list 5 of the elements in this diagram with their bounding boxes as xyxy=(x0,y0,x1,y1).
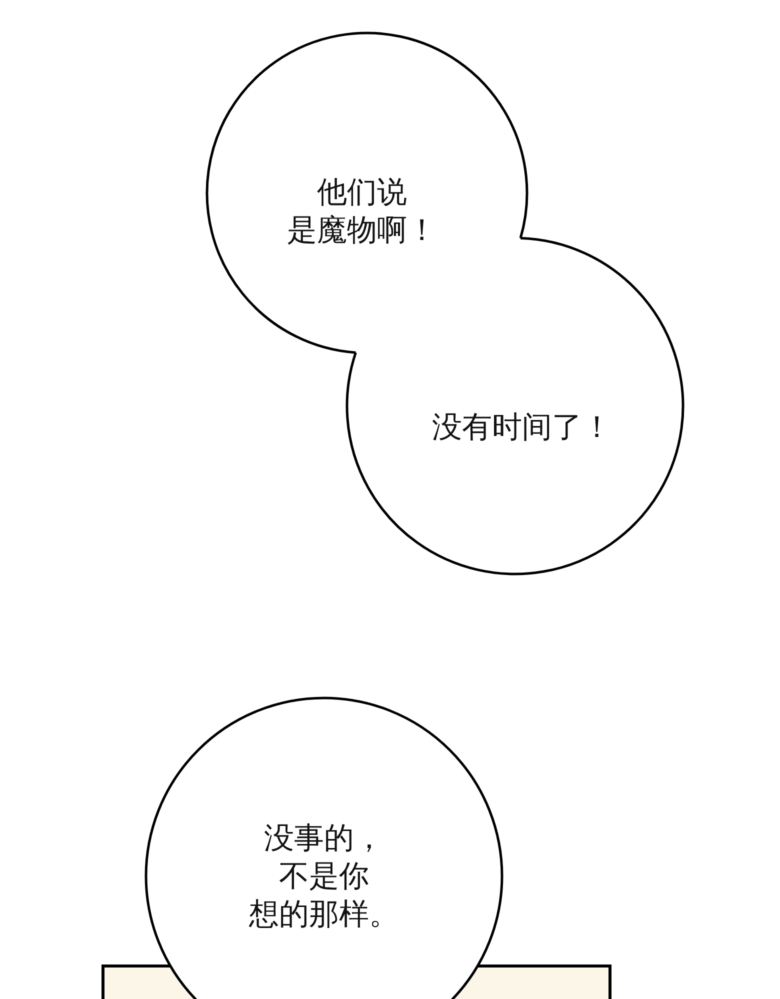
speech-text: 没事的，不是你想的那样。 xyxy=(249,820,399,934)
speech-bubble xyxy=(143,695,505,999)
speech-bubble xyxy=(204,30,530,356)
speech-text: 没有时间了！ xyxy=(432,409,612,447)
speech-text: 他们说是魔物啊！ xyxy=(287,174,437,250)
